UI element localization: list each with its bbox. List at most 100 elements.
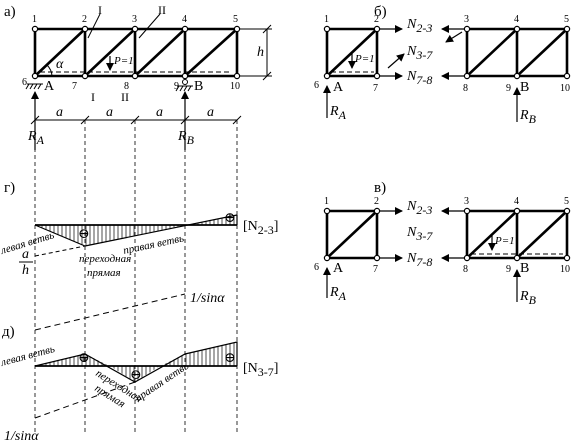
alpha-label: α <box>56 57 64 72</box>
b-n78-label: N7-8 <box>406 69 432 87</box>
section-ii-top: II <box>158 3 166 17</box>
v-node-9: 9 <box>506 264 511 275</box>
v-node-4: 4 <box>514 196 519 207</box>
p-label: P=1 <box>113 55 134 67</box>
b-ra-label: RA <box>329 104 347 122</box>
v-node-1: 1 <box>324 196 329 207</box>
ra-label: RA <box>27 129 45 147</box>
node-4: 4 <box>182 14 187 25</box>
a-dim-3: a <box>156 105 163 120</box>
il-n23-title: [N2-3] <box>243 219 278 237</box>
node-8: 8 <box>124 81 129 92</box>
node-9: 9 <box>174 81 179 92</box>
section-i-bottom: I <box>91 90 95 104</box>
b-node-9: 9 <box>506 83 511 94</box>
il-n37-plus-sign-2: ⊕ <box>224 351 236 366</box>
il-n37-negative-area <box>110 366 160 382</box>
b-node-3: 3 <box>464 14 469 25</box>
section-i-top: I <box>98 3 102 17</box>
b-node-4: 4 <box>514 14 519 25</box>
il-n23-transition-label-1: переходная <box>79 253 131 265</box>
v-label-A: A <box>333 261 344 276</box>
node-1: 1 <box>32 14 37 25</box>
v-ra-label: RA <box>329 285 347 303</box>
v-node-3: 3 <box>464 196 469 207</box>
truss-b-joints <box>323 25 571 80</box>
support-b <box>175 79 193 92</box>
il-n23-right-branch-line <box>84 214 238 247</box>
rb-label: RB <box>177 129 195 147</box>
v-n78-label: N7-8 <box>406 251 432 269</box>
node-2: 2 <box>82 14 87 25</box>
il-n23-plus-sign: ⊕ <box>224 211 236 226</box>
panel-g-label: г) <box>4 180 15 196</box>
il-n23-frac-num: a <box>22 247 29 262</box>
il-n23-left-branch-line <box>34 224 86 247</box>
truss-v-members <box>325 209 569 260</box>
panel-b-label: б) <box>374 4 387 20</box>
v-node-5: 5 <box>564 196 569 207</box>
il-n37-dashed-upper <box>34 293 186 331</box>
projection-lines <box>34 120 238 432</box>
b-node-1: 1 <box>324 14 329 25</box>
node-10: 10 <box>230 81 240 92</box>
il-n23-minus-sign: ⊖ <box>78 227 90 242</box>
v-node-2: 2 <box>374 196 379 207</box>
il-n23-transition-label-2: прямая <box>87 267 121 279</box>
label-B: B <box>194 79 203 94</box>
b-node-6: 6 <box>314 80 319 91</box>
panel-a: а) 1 2 3 4 5 6 7 8 9 10 <box>4 3 272 150</box>
v-label-B: B <box>520 261 529 276</box>
section-i-leader <box>87 13 101 39</box>
il-n37-outline <box>34 341 238 383</box>
b-label-B: B <box>520 80 529 95</box>
panel-g: г) ⊖ ⊕ левая ветвь правая ветвь переходн… <box>0 180 278 279</box>
b-node-2: 2 <box>374 14 379 25</box>
il-n37-dashed-lower <box>34 381 136 419</box>
a-dim-2: a <box>106 105 113 120</box>
b-n37-arrow-right <box>445 31 463 43</box>
section-ii-bottom: II <box>121 90 129 104</box>
v-n23-label: N2-3 <box>406 199 432 217</box>
a-dim-4: a <box>207 105 214 120</box>
v-node-7: 7 <box>373 264 378 275</box>
panel-v-label: в) <box>374 180 386 196</box>
panel-v: в) 1 2 3 4 5 6 7 8 9 10 A <box>314 180 571 307</box>
v-p-label: P=1 <box>494 235 515 247</box>
a-dim-1: a <box>56 105 63 120</box>
truss-a-members <box>33 27 239 78</box>
alpha-arc <box>46 64 53 77</box>
panel-b: б) 1 2 3 4 5 6 7 8 9 10 A <box>314 4 571 126</box>
h-label: h <box>257 45 264 60</box>
b-n23-label: N2-3 <box>406 17 432 35</box>
h-dimension <box>240 24 272 81</box>
b-n37-arrow-left <box>387 53 405 69</box>
b-rb-label: RB <box>519 108 537 126</box>
il-n23-frac-den: h <box>22 263 29 278</box>
v-node-10: 10 <box>560 264 570 275</box>
section-ii-leader <box>138 13 161 39</box>
il-n37-sin-top: 1/sinα <box>190 291 225 306</box>
truss-a-joints <box>31 25 241 80</box>
b-n37-label: N3-7 <box>406 44 433 62</box>
support-a <box>25 83 43 90</box>
b-p-label: P=1 <box>354 53 375 65</box>
b-node-7: 7 <box>373 83 378 94</box>
il-n37-positive-area-2 <box>160 342 237 366</box>
truss-v-joints <box>323 207 571 262</box>
panel-a-label: а) <box>4 4 16 20</box>
label-A: A <box>44 79 55 94</box>
node-7: 7 <box>72 81 77 92</box>
v-n37-label: N3-7 <box>406 225 433 243</box>
b-node-5: 5 <box>564 14 569 25</box>
b-node-10: 10 <box>560 83 570 94</box>
il-n37-title: [N3-7] <box>243 361 278 379</box>
node-6: 6 <box>22 77 27 88</box>
v-node-6: 6 <box>314 262 319 273</box>
il-n37-sin-bottom: 1/sinα <box>4 429 39 444</box>
il-n37-plus-sign-1: ⊕ <box>78 351 90 366</box>
node-3: 3 <box>132 14 137 25</box>
v-rb-label: RB <box>519 289 537 307</box>
